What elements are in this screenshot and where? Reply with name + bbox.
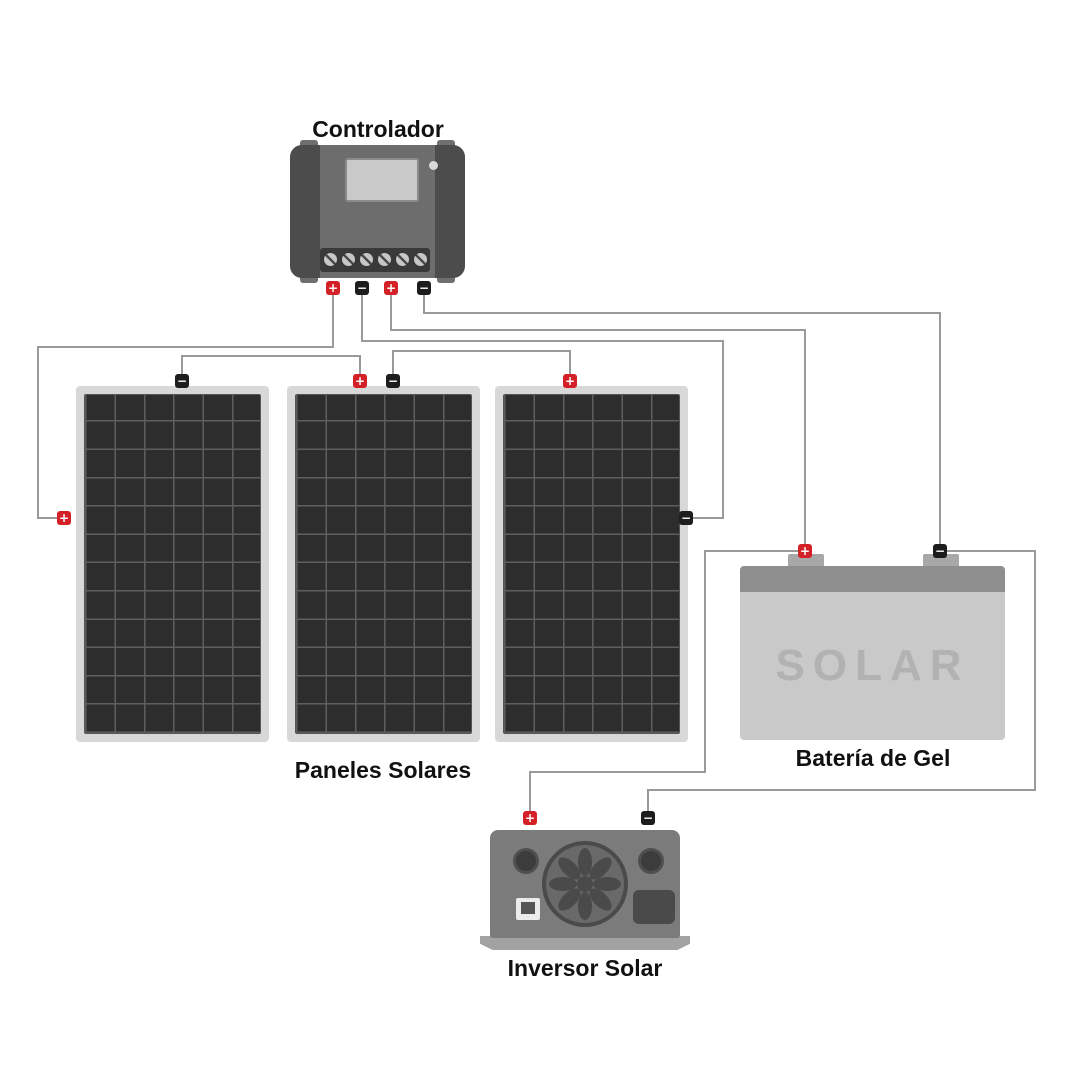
controller-side-panel bbox=[435, 145, 465, 278]
controller-pv-plus-terminal: + bbox=[326, 281, 340, 295]
power-knob bbox=[638, 848, 664, 874]
terminal-screw bbox=[324, 253, 337, 266]
panels-title: Paneles Solares bbox=[294, 757, 472, 783]
wire-pv-positive bbox=[37, 295, 334, 519]
panel1-negative-terminal: − bbox=[175, 374, 189, 388]
controller-pv-minus-terminal: − bbox=[355, 281, 369, 295]
panel2-positive-terminal: + bbox=[353, 374, 367, 388]
panel1-positive-terminal: + bbox=[57, 511, 71, 525]
battery-negative-terminal: − bbox=[933, 544, 947, 558]
panel2-negative-terminal: − bbox=[386, 374, 400, 388]
gel-battery: SOLAR bbox=[740, 552, 1005, 740]
terminal-screw bbox=[378, 253, 391, 266]
solar-panel-cells bbox=[295, 394, 472, 734]
wire-inverter-negative bbox=[647, 550, 1036, 811]
battery-title: Batería de Gel bbox=[795, 745, 951, 771]
terminal-screw bbox=[360, 253, 373, 266]
terminal-screw bbox=[414, 253, 427, 266]
inverter-title: Inversor Solar bbox=[507, 955, 663, 981]
battery-body: SOLAR bbox=[740, 592, 1005, 740]
wire-battery-positive bbox=[390, 295, 806, 544]
fan-blades bbox=[549, 848, 621, 920]
wire-panel-bridge-1 bbox=[181, 355, 361, 374]
wire-battery-negative bbox=[423, 295, 941, 544]
rj45-port bbox=[516, 898, 540, 920]
solar-panel-1 bbox=[76, 386, 269, 742]
charge-controller bbox=[290, 140, 465, 283]
panel3-return-terminal: − bbox=[679, 511, 693, 525]
controller-led-indicator bbox=[429, 161, 438, 170]
controller-title: Controlador bbox=[312, 116, 444, 142]
inverter-negative-terminal: − bbox=[641, 811, 655, 825]
battery-brand-logo: SOLAR bbox=[775, 641, 970, 690]
panel3-positive-terminal: + bbox=[563, 374, 577, 388]
wire-pv-negative bbox=[361, 295, 724, 519]
inverter-body bbox=[490, 830, 680, 938]
wire-inverter-positive bbox=[529, 550, 798, 811]
controller-terminal-block bbox=[320, 248, 430, 272]
solar-panel-2 bbox=[287, 386, 480, 742]
controller-bat-minus-terminal: − bbox=[417, 281, 431, 295]
inverter-fan bbox=[542, 841, 628, 927]
battery-top-cover bbox=[740, 566, 1005, 592]
solar-panel-3 bbox=[495, 386, 688, 742]
solar-inverter bbox=[480, 830, 690, 952]
wire-panel-bridge-2 bbox=[392, 350, 571, 374]
controller-bat-plus-terminal: + bbox=[384, 281, 398, 295]
terminal-screw bbox=[342, 253, 355, 266]
ac-outlet bbox=[633, 890, 675, 924]
inverter-base bbox=[480, 936, 690, 950]
solar-panel-cells bbox=[84, 394, 261, 734]
controller-body bbox=[290, 145, 465, 278]
dc-socket bbox=[513, 848, 539, 874]
terminal-screw bbox=[396, 253, 409, 266]
inverter-positive-terminal: + bbox=[523, 811, 537, 825]
controller-lcd-screen bbox=[345, 158, 419, 202]
battery-positive-terminal: + bbox=[798, 544, 812, 558]
controller-side-panel bbox=[290, 145, 320, 278]
solar-panel-cells bbox=[503, 394, 680, 734]
